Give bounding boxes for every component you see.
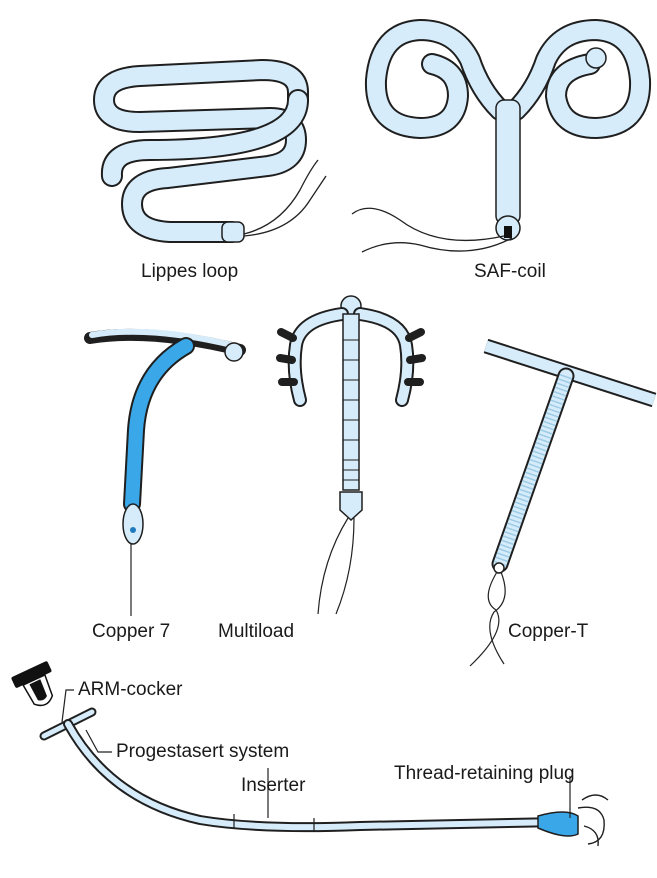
- lippes-loop-device: [104, 70, 326, 242]
- copper-t-label: Copper-T: [508, 622, 588, 641]
- saf-coil-label: SAF-coil: [474, 262, 546, 281]
- copper-7-device: [90, 332, 243, 616]
- thread-retaining-plug-label: Thread-retaining plug: [394, 764, 575, 783]
- lippes-loop-label: Lippes loop: [141, 262, 238, 281]
- copper-7-label: Copper 7: [92, 622, 170, 641]
- arm-cocker-label: ARM-cocker: [78, 680, 183, 699]
- multiload-device: [280, 296, 422, 614]
- saf-coil-device: [352, 30, 640, 252]
- inserter-label: Inserter: [241, 776, 305, 795]
- multiload-label: Multiload: [218, 622, 294, 641]
- copper-t-device: [470, 346, 654, 666]
- progestasert-system-label: Progestasert system: [116, 742, 289, 761]
